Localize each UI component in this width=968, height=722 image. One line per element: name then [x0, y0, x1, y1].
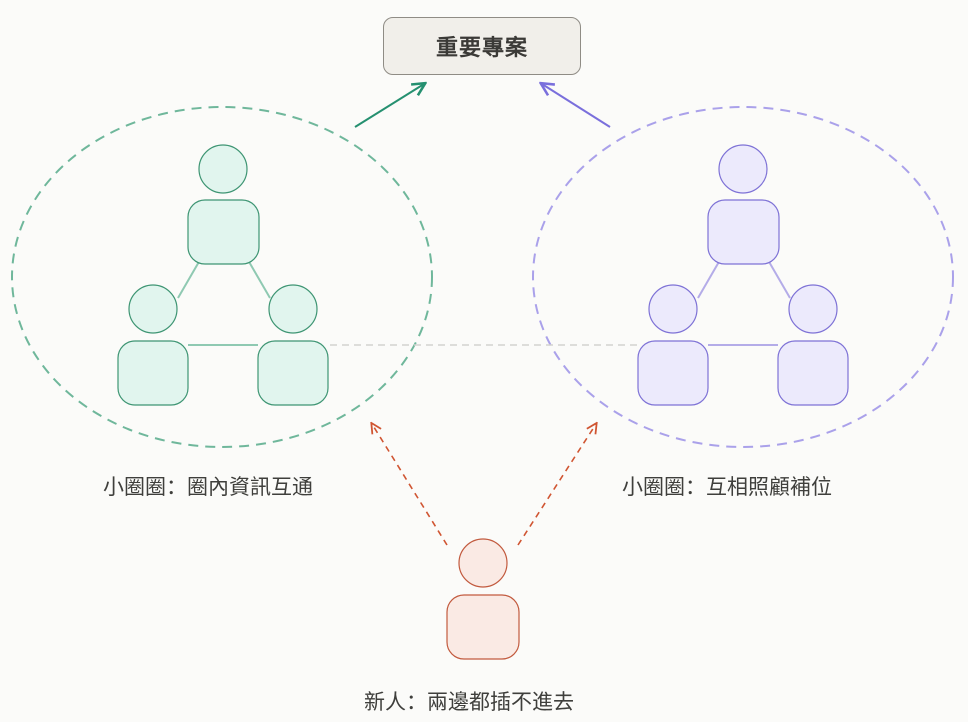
- person-icon: [637, 284, 709, 406]
- group-left-caption: 小圈圈：圈內資訊互通: [103, 475, 313, 499]
- arrow-left-to-project: [354, 84, 424, 128]
- person-icon: [257, 284, 329, 406]
- newcomer-arrow-left: [372, 424, 448, 546]
- newcomer-person-icon: [446, 538, 520, 660]
- newcomer-arrow-right: [517, 424, 596, 546]
- person-icon: [117, 284, 189, 406]
- group-right-caption: 小圈圈：互相照顧補位: [622, 475, 832, 499]
- person-icon: [187, 144, 260, 265]
- arrow-right-to-project: [542, 84, 611, 128]
- person-icon: [707, 144, 780, 265]
- project-title-box: 重要專案: [383, 17, 581, 75]
- group-left-people: [117, 144, 329, 406]
- newcomer-caption: 新人：兩邊都插不進去: [364, 690, 574, 714]
- group-right-ellipse: [532, 106, 954, 448]
- person-icon: [777, 284, 849, 406]
- project-title: 重要專案: [435, 36, 528, 61]
- group-right-people: [637, 144, 849, 406]
- group-left-ellipse: [11, 106, 433, 448]
